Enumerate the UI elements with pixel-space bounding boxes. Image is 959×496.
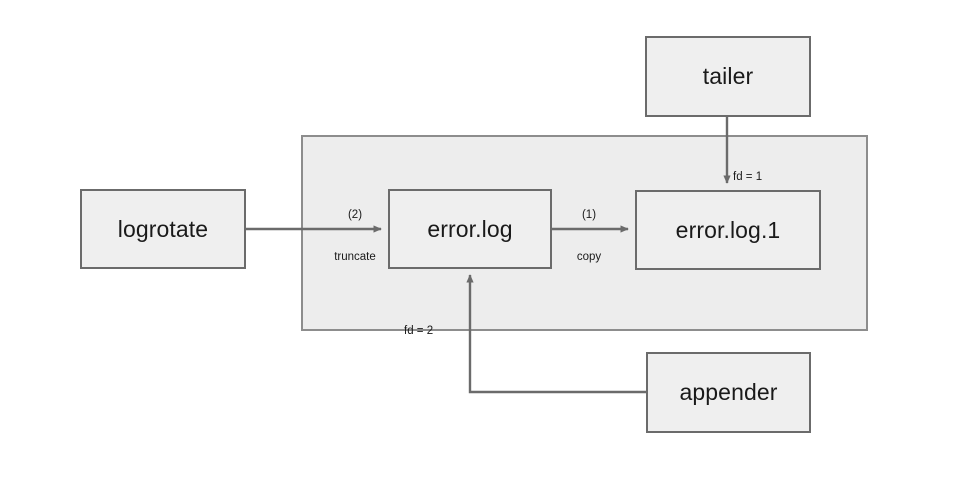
node-appender-label: appender <box>679 379 778 405</box>
edge-label-fd-2-line1: fd = 2 <box>404 325 434 337</box>
edge-label-truncate-line1: (2) <box>347 209 363 221</box>
node-appender[interactable]: appender <box>646 352 811 433</box>
edge-label-copy-line1: (1) <box>581 209 597 221</box>
node-error-log[interactable]: error.log <box>388 189 552 269</box>
node-error-log-1[interactable]: error.log.1 <box>635 190 821 270</box>
node-logrotate[interactable]: logrotate <box>80 189 246 269</box>
edge-label-truncate: (2) truncate <box>310 180 400 292</box>
edge-label-truncate-line2: truncate <box>334 251 376 263</box>
node-tailer[interactable]: tailer <box>645 36 811 117</box>
edge-label-copy-line2: copy <box>576 251 602 263</box>
edge-label-fd-2: fd = 2 <box>404 296 464 366</box>
node-tailer-label: tailer <box>702 63 754 89</box>
edge-label-fd-1-line1: fd = 1 <box>733 171 763 183</box>
node-error-log-1-label: error.log.1 <box>675 216 781 243</box>
edge-label-copy: (1) copy <box>556 180 622 292</box>
edge-appender-to-error-log <box>466 274 646 394</box>
node-logrotate-label: logrotate <box>117 215 209 242</box>
node-error-log-label: error.log <box>427 215 513 242</box>
edge-label-fd-1: fd = 1 <box>733 142 793 212</box>
